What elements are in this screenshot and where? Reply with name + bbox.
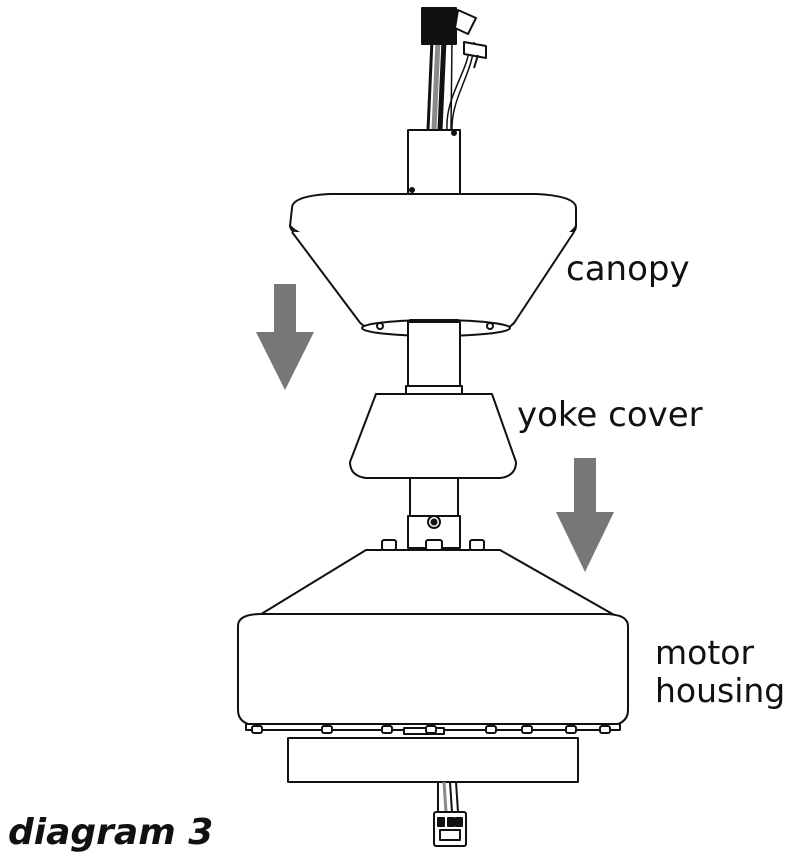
supply-wires [421, 7, 487, 131]
downrod-upper [407, 129, 461, 195]
yoke-cover-label: yoke cover [517, 395, 703, 435]
yoke-cover [349, 385, 517, 479]
motor-housing [237, 549, 629, 783]
bottom-wire-connector [433, 781, 467, 847]
motor-housing-label-line2: housing [655, 671, 786, 710]
down-arrow-icon [256, 284, 314, 390]
housing-screws [251, 725, 611, 735]
yoke-bracket [381, 515, 485, 551]
downrod-lower [409, 477, 459, 517]
motor-housing-label-line1: motor [655, 633, 755, 672]
down-arrow-icon [556, 458, 614, 572]
downrod-middle [407, 321, 461, 387]
diagram-caption: diagram 3 [8, 812, 214, 853]
motor-housing-label: motor housing [655, 634, 785, 710]
canopy-label: canopy [566, 249, 690, 289]
canopy [289, 193, 577, 337]
